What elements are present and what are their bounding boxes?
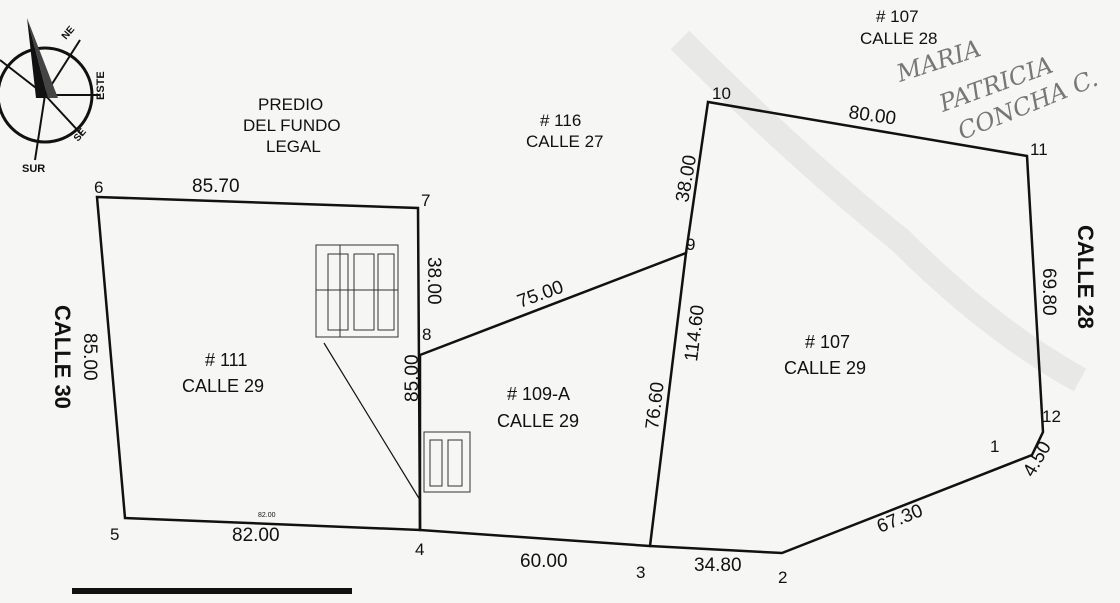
vertex-6: 6 xyxy=(94,178,103,197)
predio-line-3: LEGAL xyxy=(266,137,321,156)
vertex-9: 9 xyxy=(686,235,695,254)
vertex-7: 7 xyxy=(421,191,430,210)
lot-111-boundary xyxy=(95,195,422,532)
lot-111-street: CALLE 29 xyxy=(182,376,264,396)
lot-109a-number: # 109-A xyxy=(507,384,570,404)
diagonal-easement-line xyxy=(323,342,421,501)
lot-107-street: CALLE 29 xyxy=(784,358,866,378)
dim-10-11: 80.00 xyxy=(847,102,897,129)
scale-bar xyxy=(72,588,352,594)
vertex-11: 11 xyxy=(1030,140,1048,159)
lot-116-number: # 116 xyxy=(540,111,581,130)
compass-rose: SUR ESTE NE SE xyxy=(0,18,107,175)
lot-116-street: CALLE 27 xyxy=(526,132,604,151)
compass-east-label: ESTE xyxy=(95,71,107,100)
dim-9-3: 114.60 xyxy=(681,304,709,363)
dim-6-5: 85.00 xyxy=(79,333,100,381)
dim-4-3: 60.00 xyxy=(520,551,568,572)
neighbor-labels: PREDIO DEL FUNDO LEGAL # 116 CALLE 27 # … xyxy=(243,7,938,156)
street-right-label: CALLE 28 xyxy=(1073,225,1098,329)
lot-107-number: # 107 xyxy=(805,332,850,352)
vertex-12: 12 xyxy=(1042,407,1061,426)
lot-top-right-street: CALLE 28 xyxy=(860,29,938,48)
vertex-2: 2 xyxy=(778,568,787,587)
lot-boundaries xyxy=(95,100,1045,555)
vertex-5: 5 xyxy=(110,525,119,544)
dim-3-2: 34.80 xyxy=(694,555,742,576)
vertex-8: 8 xyxy=(422,325,431,344)
lot-107-boundary xyxy=(649,100,1045,555)
paper-fold-shadow xyxy=(670,30,1087,392)
handwritten-signature: MARIA PATRICIA CONCHA C. xyxy=(892,34,1102,145)
dim-6-7: 85.70 xyxy=(192,176,240,197)
predio-line-2: DEL FUNDO xyxy=(243,116,341,135)
compass-se-label: SE xyxy=(72,126,89,144)
lot-labels: # 111 CALLE 29 # 109-A CALLE 29 # 107 CA… xyxy=(182,332,866,431)
dim-1-12: 4.50 xyxy=(1019,438,1056,481)
lot-109a-street: CALLE 29 xyxy=(497,411,579,431)
dim-10-9: 38.00 xyxy=(672,153,701,203)
vertex-10: 10 xyxy=(712,84,731,103)
vertex-4: 4 xyxy=(415,540,424,559)
predio-line-1: PREDIO xyxy=(258,95,323,114)
vertex-3: 3 xyxy=(636,563,645,582)
dim-5-4-small: 82.00 xyxy=(258,512,276,519)
dimension-labels: 85.70 85.00 82.00 82.00 38.00 85.00 75.0… xyxy=(79,102,1059,576)
vertex-1: 1 xyxy=(990,437,999,456)
lot-top-right-number: # 107 xyxy=(876,7,919,26)
inset-building-sketch xyxy=(315,244,471,493)
compass-south-label: SUR xyxy=(22,163,45,175)
dim-8-4: 85.00 xyxy=(402,354,423,402)
lot-111-number: # 111 xyxy=(205,350,247,370)
street-left-label: CALLE 30 xyxy=(50,305,75,409)
compass-ne-label: NE xyxy=(60,24,78,42)
vertex-labels: 1 2 3 4 5 6 7 8 9 10 11 12 xyxy=(94,84,1061,587)
dim-7-8: 38.00 xyxy=(423,257,444,305)
dim-8-9: 75.00 xyxy=(515,277,567,313)
dim-12-11: 69.80 xyxy=(1038,268,1059,316)
dim-5-4: 82.00 xyxy=(232,525,280,546)
